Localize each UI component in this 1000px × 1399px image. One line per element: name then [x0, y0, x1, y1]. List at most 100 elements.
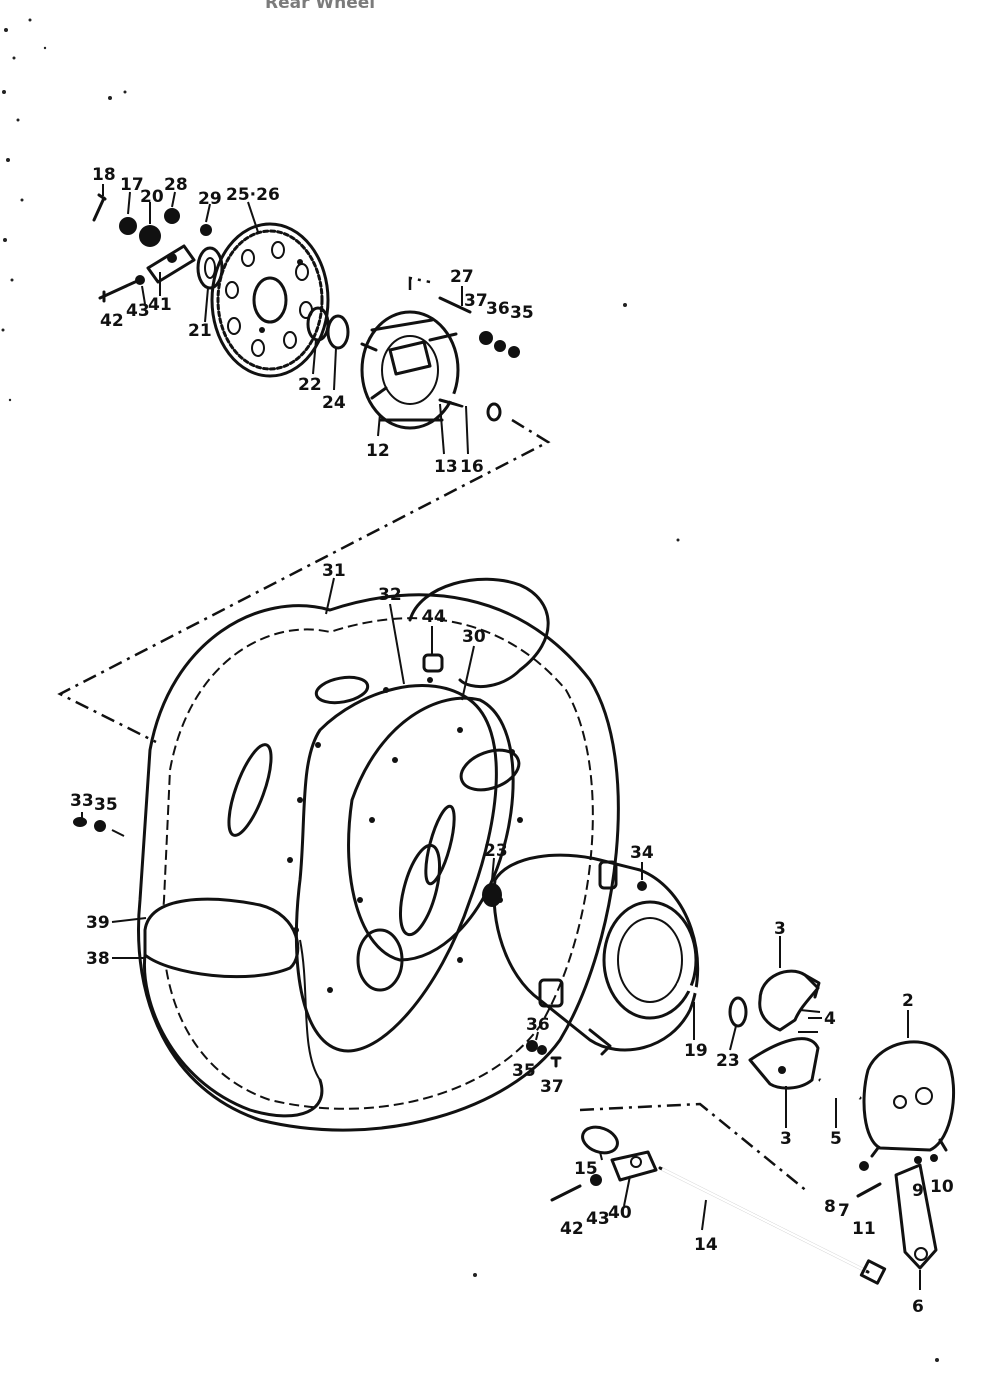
- chain-adjuster-41: [146, 244, 196, 284]
- brake-shoe-3-upper: [758, 969, 820, 1032]
- brake-components: [550, 969, 955, 1285]
- sprocket-drum-12: [360, 310, 464, 430]
- cotter-pin-18: [92, 193, 107, 222]
- part-36-upper: [494, 340, 506, 352]
- valve-44: [422, 653, 444, 673]
- hub-drum-30: [347, 696, 515, 962]
- callout-19: 19: [684, 1041, 708, 1061]
- callout-8: 8: [824, 1197, 836, 1217]
- rear-wheel: [73, 577, 700, 1132]
- callout-20: 20: [140, 187, 164, 207]
- callout-6: 6: [912, 1297, 924, 1317]
- sprocket-assembly: [57, 184, 551, 744]
- axle-spacer-16: [441, 391, 502, 422]
- callout-10: 10: [930, 1177, 954, 1197]
- callout-27: 27: [450, 267, 474, 287]
- rim-band-31: [408, 577, 550, 689]
- callout-23-left: 23: [484, 841, 508, 861]
- callout-13: 13: [434, 457, 458, 477]
- tube-39: [143, 897, 300, 979]
- callout-24: 24: [322, 393, 346, 413]
- tire-cutaway: [142, 953, 324, 1118]
- callout-39: 39: [86, 913, 110, 933]
- seal-24: [326, 314, 350, 350]
- callout-42-upper: 42: [100, 311, 124, 331]
- callout-41: 41: [148, 295, 172, 315]
- callout-43-upper: 43: [126, 301, 150, 321]
- callout-21: 21: [188, 321, 212, 341]
- scan-noise: [1, 18, 939, 1362]
- callout-14: 14: [694, 1235, 718, 1255]
- lower-guide-line: [579, 1102, 809, 1193]
- callout-17: 17: [120, 175, 144, 195]
- bracket-40: [610, 1150, 658, 1182]
- leader-lines-main: [81, 577, 921, 1290]
- callout-23-right: 23: [716, 1051, 740, 1071]
- callout-25-26: 25·26: [226, 185, 280, 205]
- brake-lever-6: [894, 1163, 938, 1270]
- callout-38: 38: [86, 949, 110, 969]
- callout-32: 32: [378, 585, 402, 605]
- assembly-guide-line: [57, 276, 551, 744]
- callout-42-lower: 42: [560, 1219, 584, 1239]
- callout-labels: 18 17 20 28 29 25·26 42 43 41 21 22 24 1…: [70, 165, 954, 1317]
- callout-36-lower: 36: [526, 1015, 550, 1035]
- callout-35-upper: 35: [510, 303, 534, 323]
- washer-20: [139, 225, 161, 247]
- diagram-title: Rear Wheel: [265, 0, 375, 13]
- part-9: [914, 1156, 922, 1164]
- bearing-21: [196, 246, 224, 290]
- nut-28: [164, 208, 180, 224]
- part-10: [930, 1154, 938, 1162]
- callout-34: 34: [630, 843, 654, 863]
- spacer-15: [581, 1125, 619, 1155]
- callout-16: 16: [460, 457, 484, 477]
- callout-4: 4: [824, 1009, 836, 1029]
- washer-8: [859, 1161, 869, 1171]
- callout-36-upper: 36: [486, 299, 510, 319]
- parts-33-35: [73, 817, 106, 832]
- callout-5: 5: [830, 1129, 842, 1149]
- part-35-upper: [508, 346, 520, 358]
- callout-3-lower: 3: [780, 1129, 792, 1149]
- callout-44: 44: [422, 607, 446, 627]
- part-37-upper: [479, 331, 493, 345]
- callout-3-upper: 3: [774, 919, 786, 939]
- callout-33: 33: [70, 791, 94, 811]
- callout-18: 18: [92, 165, 116, 185]
- brake-panel-2: [862, 1040, 955, 1158]
- callout-30: 30: [462, 627, 486, 647]
- washer-43-lower: [590, 1174, 602, 1186]
- brake-shoe-3-lower: [748, 1037, 820, 1090]
- spoke-nipples: [287, 677, 523, 993]
- bolt-42-lower: [550, 1184, 582, 1202]
- callout-9: 9: [912, 1181, 924, 1201]
- callout-12: 12: [366, 441, 390, 461]
- brake-cam-5: [818, 1078, 862, 1100]
- callout-37-lower: 37: [540, 1077, 564, 1097]
- bolt-42-upper: [98, 280, 137, 303]
- bearing-23-left: [482, 883, 502, 907]
- torque-link: [550, 1125, 658, 1202]
- callout-35-left: 35: [94, 795, 118, 815]
- bearing-23-right: [728, 996, 748, 1028]
- callout-31: 31: [322, 561, 346, 581]
- brake-hub: [482, 853, 700, 1056]
- rear-axle-14: [658, 1166, 887, 1285]
- part-29: [200, 224, 212, 236]
- bolt-11: [856, 1182, 882, 1198]
- callout-11: 11: [852, 1219, 876, 1239]
- callout-40: 40: [608, 1203, 632, 1223]
- tire-38: [137, 593, 620, 1132]
- bolt-27: [438, 296, 520, 358]
- callout-2: 2: [902, 991, 914, 1011]
- rear-sprocket: [210, 222, 330, 378]
- parts-36-35-37-lower: [526, 1040, 562, 1068]
- callout-35-lower: 35: [512, 1061, 536, 1081]
- callout-22: 22: [298, 375, 322, 395]
- spring-4: [798, 1009, 821, 1033]
- callout-37-upper: 37: [464, 291, 488, 311]
- washer-43-upper: [135, 275, 145, 285]
- nut-17: [119, 217, 137, 235]
